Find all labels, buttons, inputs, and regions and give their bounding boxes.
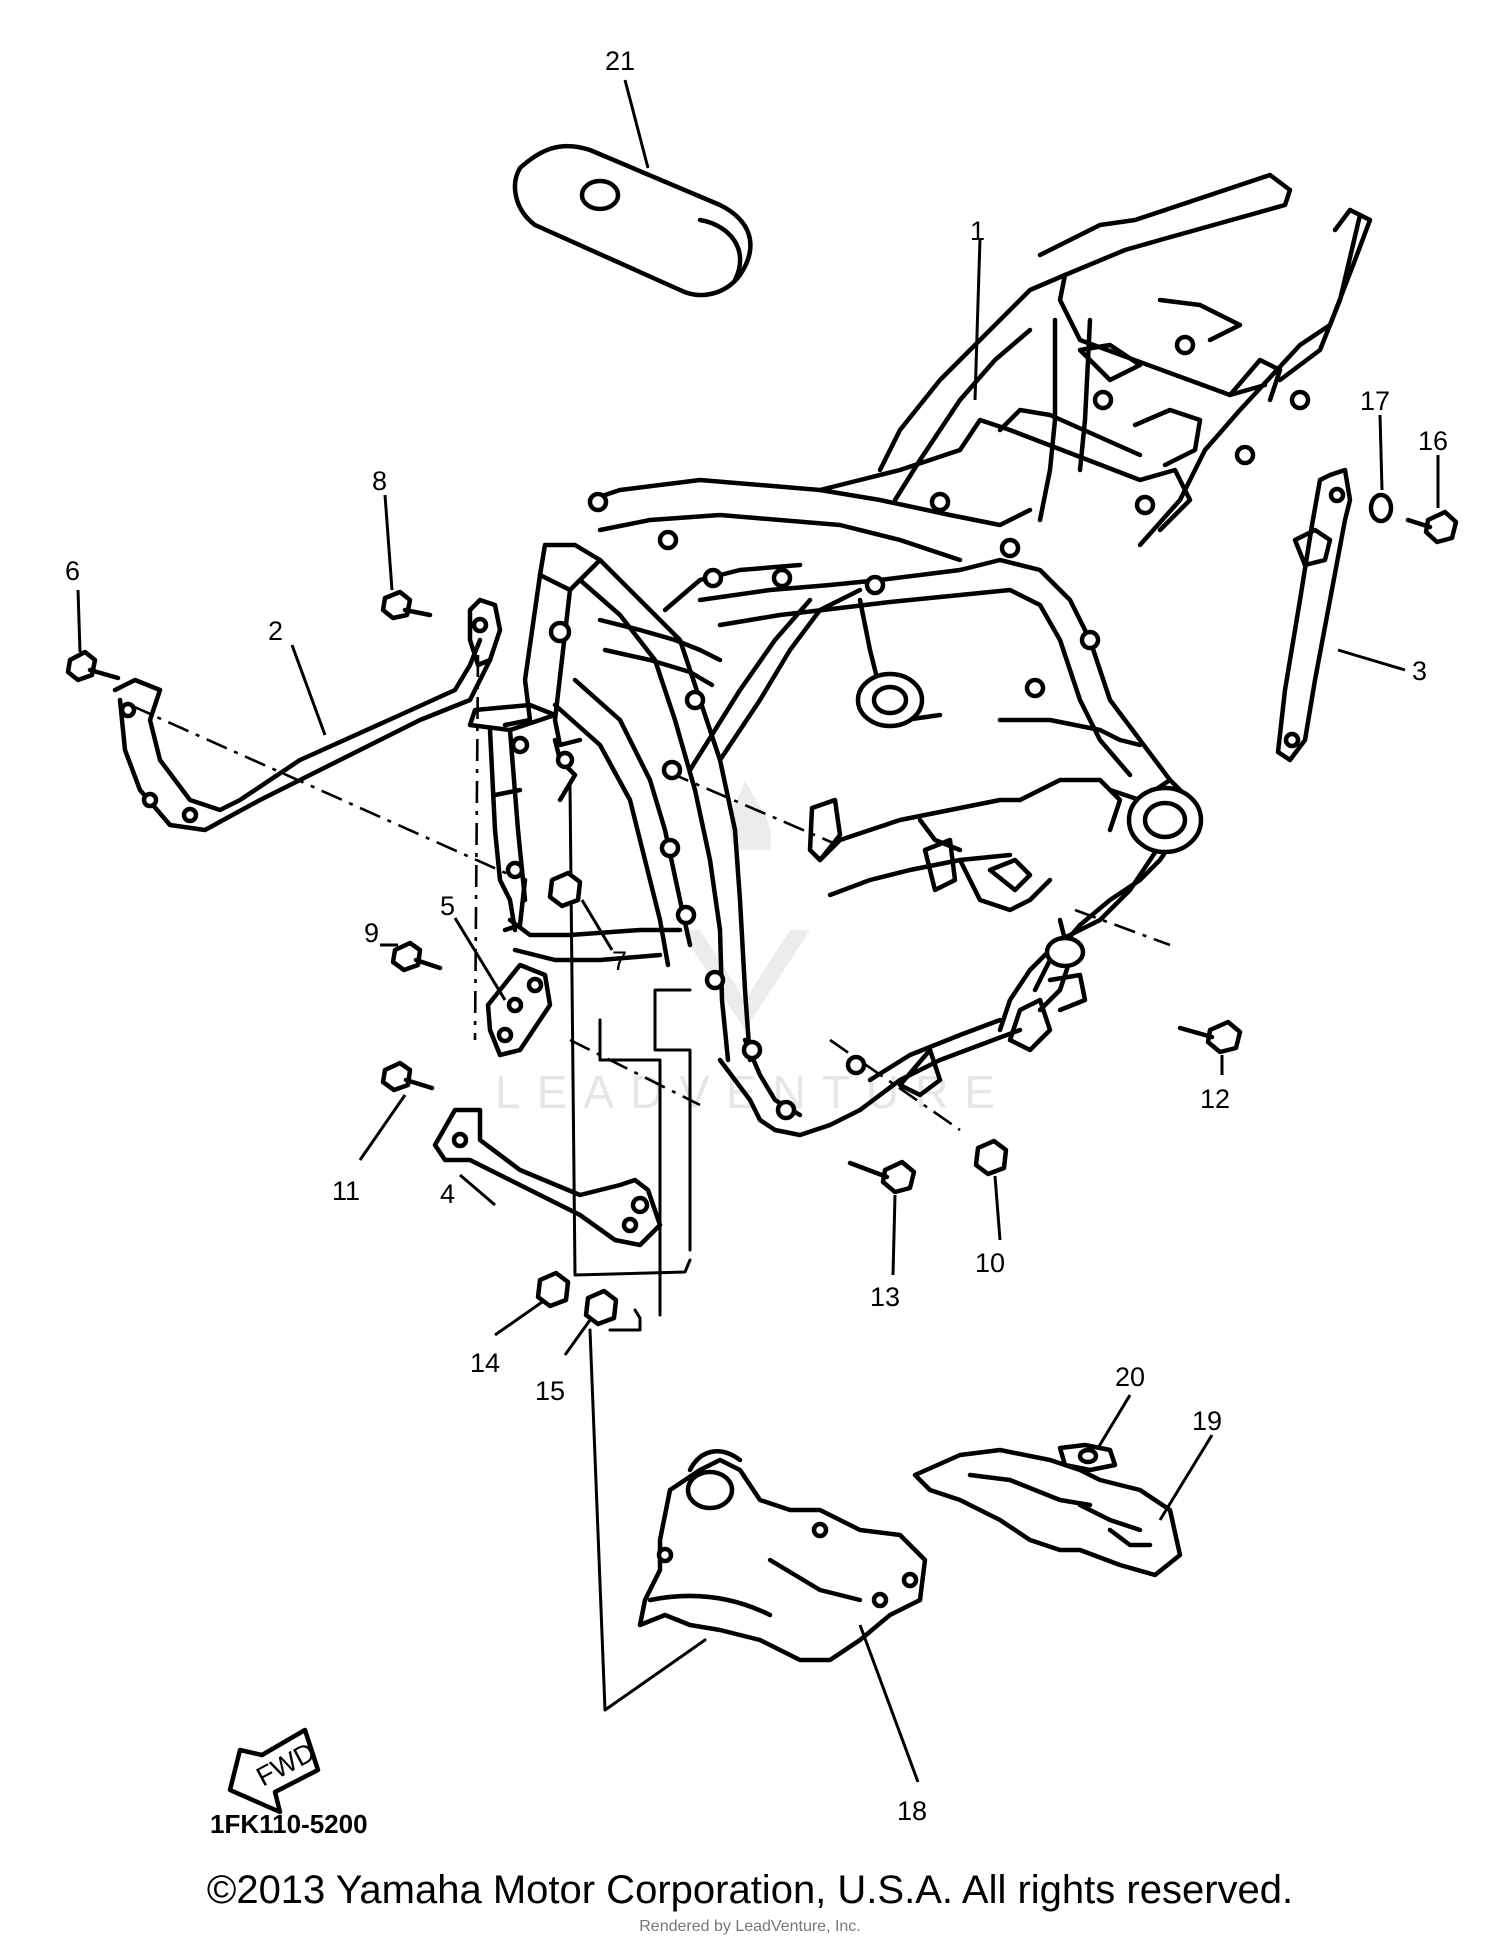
callout-15: 15 xyxy=(535,1376,565,1406)
callout-18: 18 xyxy=(897,1796,927,1826)
callout-12: 12 xyxy=(1200,1084,1230,1114)
leader-lines xyxy=(76,79,1440,1783)
callout-20: 20 xyxy=(1115,1362,1145,1392)
part-3-stay xyxy=(1275,467,1353,763)
callout-10: 10 xyxy=(975,1248,1005,1278)
fwd-label: FWD xyxy=(251,1737,319,1792)
fwd-arrow-icon: FWD xyxy=(227,1727,321,1815)
assembly-lines xyxy=(568,783,707,1712)
callout-5: 5 xyxy=(440,891,455,921)
part-2-bracket xyxy=(112,597,503,833)
callouts: 21 1 2 3 4 5 6 7 8 9 10 11 12 13 14 15 1… xyxy=(65,46,1448,1826)
part-18-cover xyxy=(637,1449,928,1663)
main-frame xyxy=(467,172,1373,1138)
part-21-cover xyxy=(512,143,753,298)
callout-9: 9 xyxy=(364,918,379,948)
callout-6: 6 xyxy=(65,556,80,586)
callout-4: 4 xyxy=(440,1179,455,1209)
copyright-notice: ©2013 Yamaha Motor Corporation, U.S.A. A… xyxy=(206,1868,1294,1912)
fasteners xyxy=(65,492,1459,1327)
diagram-code: 1FK110-5200 xyxy=(210,1809,368,1839)
part-4-bracket xyxy=(432,1107,663,1248)
callout-1: 1 xyxy=(970,216,985,246)
callout-3: 3 xyxy=(1412,656,1427,686)
part-19-cover xyxy=(912,1447,1183,1578)
callout-16: 16 xyxy=(1418,426,1448,456)
callout-21: 21 xyxy=(605,46,635,76)
callout-13: 13 xyxy=(870,1282,900,1312)
callout-19: 19 xyxy=(1192,1406,1222,1436)
part-5-plate xyxy=(485,962,553,1058)
callout-8: 8 xyxy=(372,466,387,496)
callout-11: 11 xyxy=(332,1176,360,1206)
rendered-by-text: Rendered by LeadVenture, Inc. xyxy=(639,1918,861,1935)
callout-2: 2 xyxy=(268,616,283,646)
callout-7: 7 xyxy=(612,946,627,976)
callout-17: 17 xyxy=(1360,386,1390,416)
callout-14: 14 xyxy=(470,1348,500,1378)
part-20-clip xyxy=(1057,1442,1118,1473)
